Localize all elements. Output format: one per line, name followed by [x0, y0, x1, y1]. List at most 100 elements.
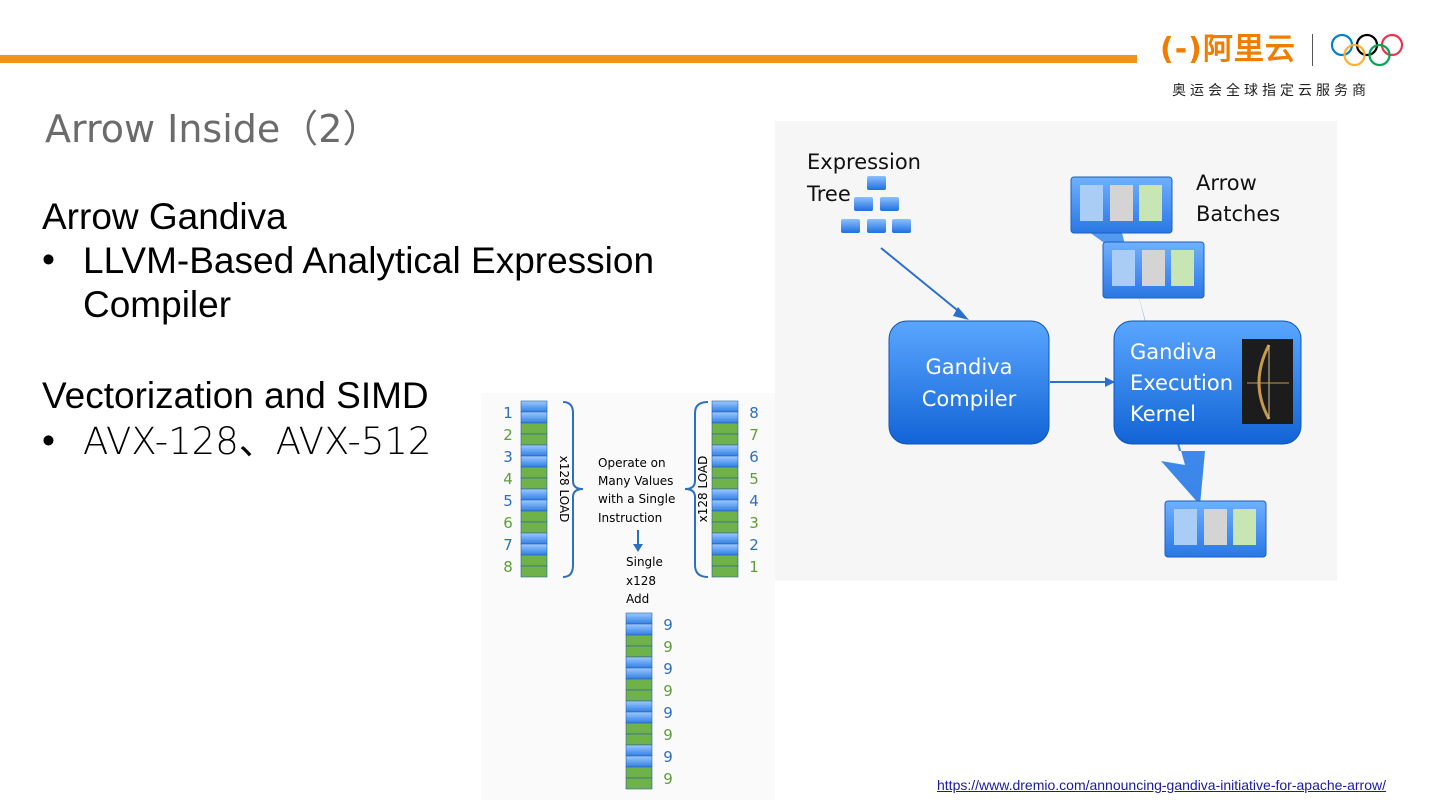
simd-cell: [711, 455, 739, 468]
simd-cell: [625, 766, 653, 779]
arrow-batch-middle: [1102, 241, 1205, 299]
bullet-dot: •: [42, 420, 55, 461]
right-value: 3: [749, 514, 759, 532]
simd-cell: [520, 510, 548, 523]
simd-cell: [520, 455, 548, 468]
simd-cell: [520, 400, 548, 413]
right-value: 5: [749, 470, 759, 488]
right-value: 7: [749, 426, 759, 444]
simd-cell: [711, 543, 739, 556]
left-value: 6: [503, 514, 513, 532]
expression-tree-icon: [841, 176, 911, 233]
operate-label-2: Many Values: [598, 474, 673, 488]
kernel-label-2: Execution: [1130, 371, 1233, 395]
left-load-label: x128 LOAD: [557, 456, 571, 523]
simd-cell: [625, 777, 653, 790]
simd-cell: [520, 477, 548, 490]
bow-icon-stroke: [1257, 344, 1271, 420]
tagline: 奥运会全球指定云服务商: [1172, 83, 1370, 99]
simd-cell: [625, 711, 653, 724]
tree-to-compiler-arrow: [880, 247, 963, 315]
simd-cell: [520, 543, 548, 556]
simd-cell: [625, 689, 653, 702]
left-value: 8: [503, 558, 513, 576]
operate-label-3: with a Single: [598, 492, 675, 506]
right-value: 8: [749, 404, 759, 422]
simd-cell: [520, 565, 548, 578]
simd-cell: [625, 645, 653, 658]
left-load-brace: [562, 401, 584, 578]
simd-cell: [625, 623, 653, 636]
operate-label-4: Instruction: [598, 511, 662, 525]
arrow-batch-output: [1164, 500, 1267, 558]
simd-cell: [711, 477, 739, 490]
result-value: 9: [663, 770, 673, 788]
add-label-3: Add: [626, 592, 649, 606]
bullet-text: AVX-128、AVX-512: [83, 420, 432, 463]
right-value: 1: [749, 558, 759, 576]
left-value: 7: [503, 536, 513, 554]
right-value: 4: [749, 492, 759, 510]
arrow-batches-label-2: Batches: [1196, 202, 1280, 226]
simd-cell: [711, 532, 739, 545]
simd-cell: [520, 411, 548, 424]
add-arrow-head: [633, 544, 643, 552]
gandiva-diagram-svg: Expression Tree Arrow Batches: [806, 150, 1302, 558]
simd-cell: [711, 444, 739, 457]
arrow-batches-label-1: Arrow: [1196, 171, 1257, 195]
source-link[interactable]: https://www.dremio.com/announcing-gandiv…: [937, 777, 1386, 793]
simd-cell: [711, 510, 739, 523]
bullet-dot: •: [42, 239, 55, 280]
gandiva-compiler-box: Gandiva Compiler: [888, 320, 1050, 445]
expression-tree-label-1: Expression: [807, 150, 921, 174]
gandiva-diagram: Expression Tree Arrow Batches: [775, 121, 1337, 581]
kernel-label-1: Gandiva: [1130, 340, 1217, 364]
section-heading-simd: Vectorization and SIMD: [42, 375, 429, 416]
result-value: 9: [663, 748, 673, 766]
simd-cell: [625, 722, 653, 735]
result-value: 9: [663, 660, 673, 678]
left-value: 3: [503, 448, 513, 466]
left-value: 4: [503, 470, 513, 488]
simd-cell: [520, 433, 548, 446]
result-value: 9: [663, 682, 673, 700]
simd-cell: [625, 755, 653, 768]
left-value: 5: [503, 492, 513, 510]
simd-cell: [711, 554, 739, 567]
kernel-label-3: Kernel: [1130, 402, 1196, 426]
result-value: 9: [663, 638, 673, 656]
simd-cell: [711, 488, 739, 501]
right-value: 2: [749, 536, 759, 554]
simd-cell: [520, 499, 548, 512]
simd-cell: [625, 612, 653, 625]
expression-tree-label-2: Tree: [806, 182, 851, 206]
slide-title: Arrow Inside（2）: [45, 107, 381, 151]
simd-cell: [520, 466, 548, 479]
simd-cell: [711, 411, 739, 424]
simd-cell: [520, 422, 548, 435]
simd-cell: [711, 422, 739, 435]
simd-cell: [625, 678, 653, 691]
simd-cell: [625, 667, 653, 680]
header-accent-bar: [0, 55, 1137, 63]
tree-to-compiler-arrow-head: [953, 307, 969, 320]
add-label-1: Single: [626, 555, 663, 569]
right-load-label: x128 LOAD: [696, 456, 710, 523]
logo-text: (-)阿里云: [1160, 32, 1296, 67]
simd-cell: [520, 444, 548, 457]
simd-cell: [625, 656, 653, 669]
simd-cell: [520, 532, 548, 545]
bullet-text-line-1: LLVM-Based Analytical Expression: [83, 240, 655, 281]
simd-cell: [711, 499, 739, 512]
simd-cell: [520, 554, 548, 567]
compiler-to-kernel-arrow-head: [1105, 377, 1115, 387]
logo-divider: [1311, 34, 1313, 66]
alibaba-cloud-logo: (-)阿里云: [1160, 30, 1405, 70]
compiler-label-1: Gandiva: [926, 355, 1013, 379]
left-value: 1: [503, 404, 513, 422]
simd-cell: [711, 466, 739, 479]
section-heading-gandiva: Arrow Gandiva: [42, 196, 287, 237]
